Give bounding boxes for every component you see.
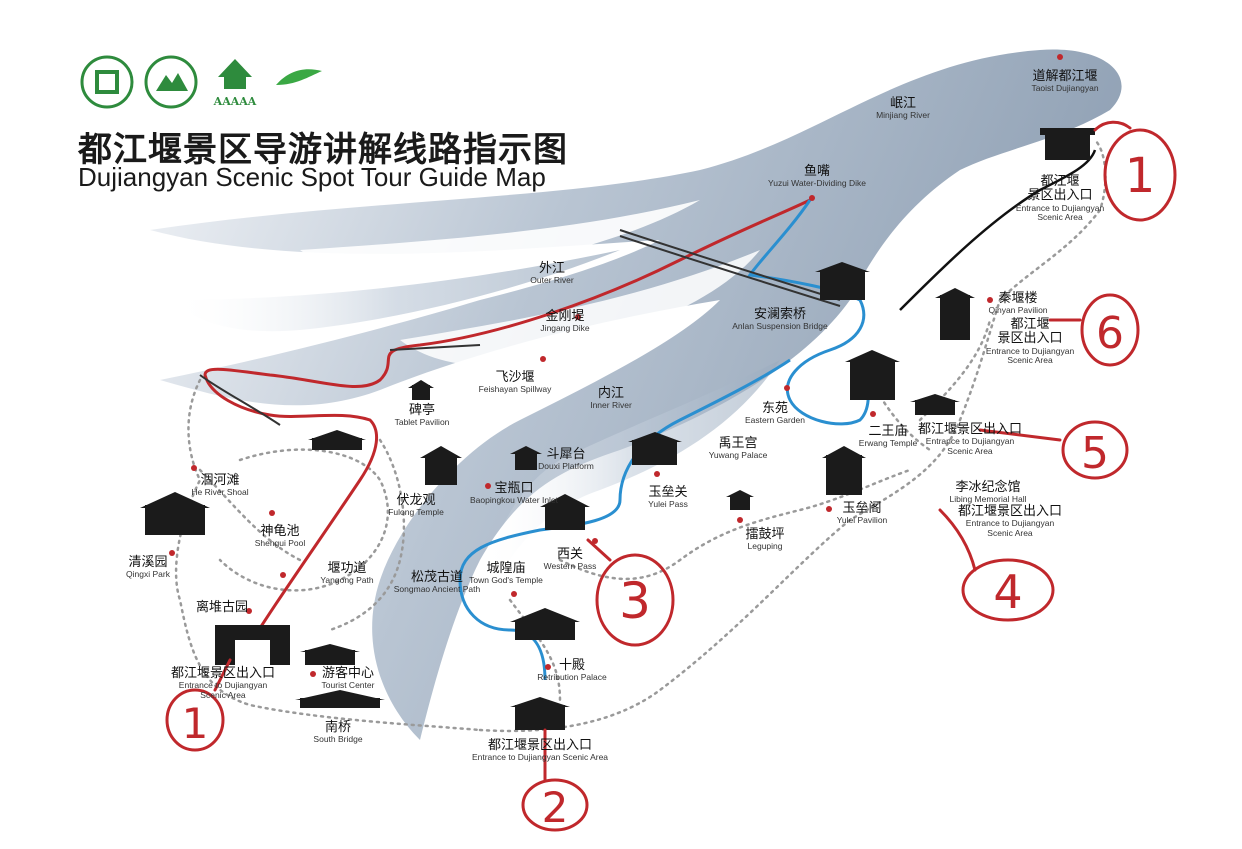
south-entrance-gate-icon bbox=[510, 697, 570, 730]
annotation-circle-1-ne bbox=[1093, 120, 1177, 222]
erwang-temple-icon bbox=[845, 350, 900, 400]
label-lidui-park[interactable]: 离堆古园 bbox=[195, 600, 249, 615]
lower-river-band bbox=[480, 360, 780, 620]
south-bridge-icon bbox=[295, 690, 385, 708]
fulong-temple-icon bbox=[420, 446, 462, 485]
yulei-pavilion-icon bbox=[822, 446, 866, 495]
small-temple-icon bbox=[910, 394, 960, 415]
location-markers bbox=[169, 54, 1063, 677]
tablet-pavilion-icon bbox=[408, 380, 434, 400]
svg-text:AAAAA: AAAAA bbox=[213, 95, 257, 108]
jingang-dike-island bbox=[300, 200, 700, 282]
logo-row: AAAAA bbox=[80, 54, 326, 110]
green-brand-emblem-icon bbox=[276, 69, 322, 85]
annotation-circle-3 bbox=[586, 538, 675, 647]
yulei-pass-icon bbox=[628, 432, 682, 465]
entrance-gate-icon bbox=[1040, 128, 1095, 160]
pagoda-icon bbox=[815, 262, 870, 300]
annotation-circle-1-sw bbox=[165, 658, 232, 752]
temple-hall-icon bbox=[308, 430, 366, 450]
national-park-emblem-icon bbox=[144, 55, 198, 109]
qinyan-tower-icon bbox=[935, 288, 975, 340]
inner-river-island bbox=[400, 250, 760, 366]
annotation-circle-2 bbox=[521, 728, 589, 832]
retribution-palace-icon bbox=[510, 608, 580, 640]
douxi-platform-icon bbox=[510, 446, 542, 470]
map-title-en: Dujiangyan Scenic Spot Tour Guide Map bbox=[78, 162, 546, 192]
leguping-pavilion-icon bbox=[726, 490, 754, 510]
minjiang-river bbox=[150, 49, 1122, 740]
annotation-circle-6 bbox=[1048, 293, 1140, 367]
northeast-road bbox=[899, 149, 1097, 311]
red-tour-route bbox=[203, 198, 811, 661]
aaaaa-emblem-icon: AAAAA bbox=[213, 59, 257, 108]
annotation-circle-5 bbox=[978, 420, 1129, 480]
building-icons bbox=[140, 128, 1095, 730]
tourist-center-icon bbox=[300, 644, 360, 665]
lidui-gate-icon bbox=[215, 625, 290, 665]
handwritten-annotations bbox=[165, 120, 1177, 832]
world-heritage-emblem-icon bbox=[80, 55, 134, 109]
annotation-circle-4 bbox=[938, 508, 1055, 622]
qingxi-park-icon bbox=[140, 492, 210, 535]
anlan-suspension-bridge bbox=[619, 229, 841, 307]
map-title-zh: 都江堰景区导游讲解线路指示图 bbox=[78, 130, 568, 170]
outer-river-band bbox=[170, 250, 620, 332]
jingang-bridge bbox=[199, 344, 481, 426]
western-pass-icon bbox=[540, 494, 590, 530]
